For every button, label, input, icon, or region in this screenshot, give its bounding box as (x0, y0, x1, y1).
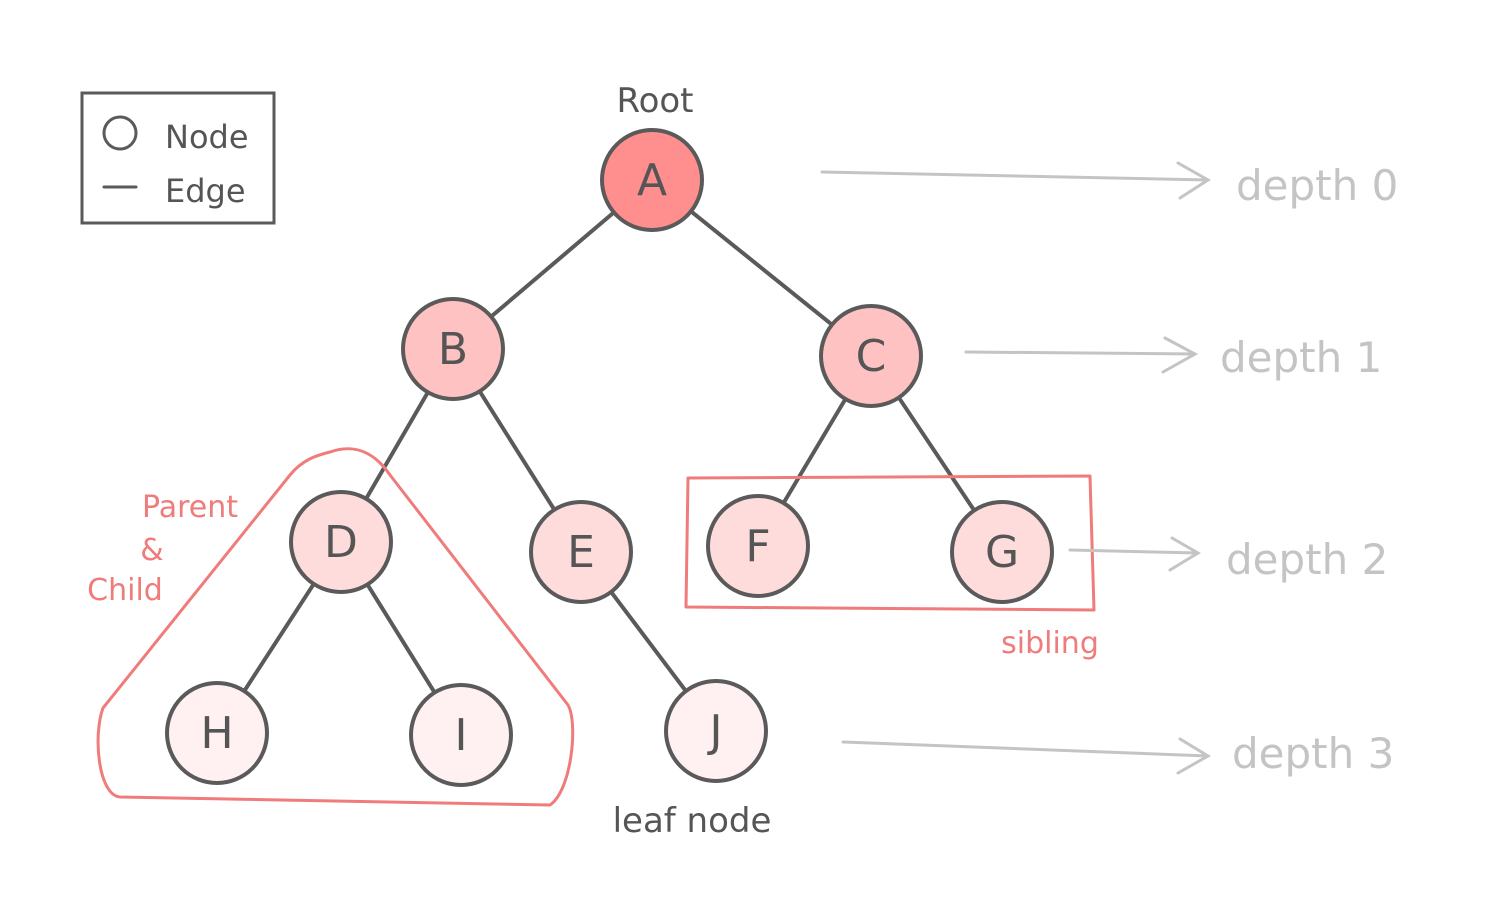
parent-label: Parent (142, 490, 238, 525)
node-g: G (950, 500, 1054, 604)
node-j: J (664, 679, 768, 783)
edge-d-i (365, 582, 437, 695)
legend-edge-label: Edge (165, 172, 246, 210)
node-c-label: C (856, 331, 887, 382)
node-j-label: J (707, 706, 723, 757)
nodes: A B C D E F G H I J (165, 128, 1054, 787)
node-i-circle (409, 683, 513, 787)
child-label: Child (87, 573, 163, 608)
node-h-circle (165, 681, 269, 785)
legend-node-icon (102, 115, 138, 151)
sibling-label: sibling (1001, 626, 1099, 661)
depth-3-arrow (841, 737, 1211, 775)
node-i-label: I (455, 710, 468, 761)
edge-c-g (896, 395, 977, 513)
legend-node-label: Node (165, 118, 249, 156)
leaf-node-label: leaf node (613, 801, 772, 841)
root-label: Root (616, 81, 693, 121)
sibling-highlight (684, 474, 1096, 612)
edge-b-d (364, 390, 430, 501)
node-a-circle (600, 128, 704, 232)
depth-2-label: depth 2 (1226, 535, 1388, 584)
legend: Node Edge (80, 91, 276, 225)
depth-0-label: depth 0 (1236, 161, 1398, 210)
node-h-label: H (200, 708, 233, 759)
node-h: H (165, 681, 269, 785)
ampersand-label: & (140, 533, 163, 568)
node-i: I (409, 683, 513, 787)
node-b: B (401, 297, 505, 401)
edge-e-j (609, 589, 688, 694)
depth-1-arrow (964, 336, 1199, 374)
edge-a-c (688, 209, 835, 327)
node-d-label: D (324, 517, 358, 568)
node-f-label: F (745, 521, 770, 572)
depth-3-label: depth 3 (1232, 729, 1394, 778)
depth-2-arrow (1068, 536, 1201, 572)
node-a-label: A (637, 155, 667, 206)
node-j-circle (664, 679, 768, 783)
node-e-circle (529, 500, 633, 604)
node-b-circle (401, 297, 505, 401)
node-d-circle (289, 490, 393, 594)
node-f-circle (706, 494, 810, 598)
node-a: A (600, 128, 704, 232)
node-e: E (529, 500, 633, 604)
node-d: D (289, 490, 393, 594)
legend-box (80, 91, 276, 225)
edge-b-e (477, 389, 557, 512)
depth-1-label: depth 1 (1220, 333, 1382, 382)
edge-c-f (781, 396, 848, 506)
node-c-circle (819, 304, 923, 408)
node-g-label: G (985, 527, 1019, 578)
node-b-label: B (438, 324, 468, 375)
edge-a-b (489, 210, 616, 319)
edge-d-h (242, 581, 316, 694)
node-g-circle (950, 500, 1054, 604)
depth-0-arrow (820, 161, 1211, 200)
edges (242, 209, 977, 695)
node-e-label: E (567, 527, 595, 578)
parent-child-highlight (96, 447, 575, 807)
node-c: C (819, 304, 923, 408)
node-f: F (706, 494, 810, 598)
